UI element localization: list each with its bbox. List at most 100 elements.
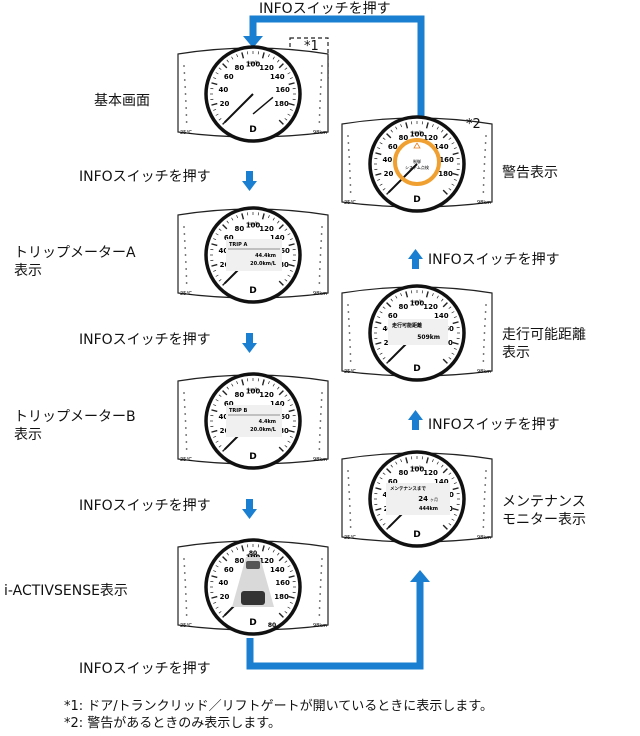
dial-tick (451, 518, 455, 521)
temp-scale-dot (485, 304, 487, 306)
temp-scale-dot (320, 565, 323, 567)
cluster-svg: 25℃98km20406080100120140160180km/hDTRIP … (177, 372, 329, 470)
dial-number: 80 (235, 225, 245, 233)
fuel-scale-dot (348, 163, 351, 165)
fuel-scale-dot (347, 470, 349, 472)
dial-number: 140 (434, 478, 449, 486)
temp-scale-dot (318, 607, 321, 609)
temp-scale-dot (319, 261, 322, 263)
warning-triangle-icon (413, 142, 421, 149)
label-range-line1: 走行可能距離 (502, 327, 586, 343)
dial-tick (375, 172, 382, 176)
dial-tick (382, 137, 386, 140)
dial-tick (448, 306, 452, 309)
gear-indicator: D (413, 195, 420, 205)
up-arrow-2 (408, 410, 423, 430)
warning-ring (393, 138, 441, 186)
maint-days: 24 (418, 495, 428, 503)
dial-tick (375, 507, 382, 511)
dial-number: 140 (270, 400, 285, 408)
dial-tick (213, 570, 217, 573)
dial-tick (272, 217, 275, 221)
dial-tick (287, 72, 291, 75)
temp-scale-dot (482, 177, 485, 179)
dial-tick (431, 293, 434, 297)
dial-tick (213, 238, 217, 241)
dial-number: 140 (270, 566, 285, 574)
outside-temp: 25℃ (344, 200, 356, 206)
dial-number: 40 (382, 325, 392, 333)
fuel-scale-dot (185, 114, 188, 116)
dial-tick (241, 545, 245, 552)
dial-tick (215, 72, 219, 75)
dial-tick (289, 238, 293, 241)
dial-tick (377, 178, 381, 181)
dial-number: 60 (224, 73, 234, 81)
activsense-bottom-speed: 80 (268, 622, 276, 629)
temp-scale-dot (318, 600, 321, 602)
footnote-2: *2: 警告があるときのみ表示します。 (64, 716, 281, 731)
temp-scale-dot (482, 519, 485, 521)
fuel-scale-dot (348, 505, 351, 507)
dial-tick (226, 552, 229, 556)
dial-tick (448, 472, 452, 475)
dial-tick (382, 523, 386, 526)
temp-scale-dot (318, 275, 321, 277)
dial-tick (272, 56, 275, 60)
dial-number: 40 (218, 247, 228, 255)
dial-tick (451, 142, 455, 145)
dial-tick (215, 233, 219, 236)
dial-tick (226, 220, 229, 224)
dial-tick (377, 347, 381, 350)
dial-number: 140 (270, 234, 285, 242)
fuel-scale-dot (349, 360, 352, 362)
temp-scale-dot (482, 346, 485, 348)
odometer: 98km (313, 130, 327, 136)
down-arrow-2 (242, 333, 257, 353)
dial-number: 80 (235, 64, 245, 72)
dial-tick (405, 291, 409, 298)
temp-scale-dot (318, 434, 321, 436)
dial-tick (231, 549, 234, 553)
dial-tick (215, 606, 219, 609)
bottom-loop-arrow-head (410, 570, 430, 582)
fuel-scale-dot (183, 399, 186, 401)
dial-tick (215, 565, 219, 568)
dial-tick (284, 228, 288, 231)
fuel-scale-dot (349, 184, 352, 186)
dial-tick (277, 59, 280, 63)
temp-scale-dot (319, 586, 322, 588)
dial-tick (289, 77, 293, 80)
dial-tick (277, 552, 280, 556)
dial-number: 140 (434, 312, 449, 320)
temp-scale-dot (319, 100, 322, 102)
temp-scale-dot (319, 427, 322, 429)
dial-tick (218, 228, 222, 231)
dial-tick (218, 67, 222, 70)
dial-tick (218, 560, 222, 563)
dial-tick (211, 243, 218, 247)
dial-tick (211, 263, 218, 267)
fuel-scale-dot (184, 593, 187, 595)
info-switch-label-5: INFOスイッチを押す (428, 252, 560, 268)
trip-panel (226, 239, 282, 271)
info-switch-label-1: INFOスイッチを押す (79, 169, 211, 185)
fuel-scale-dot (347, 142, 350, 144)
dial-tick (289, 435, 293, 438)
dial-tick (390, 464, 393, 468)
temp-scale-dot (318, 114, 321, 116)
dial-tick (382, 357, 386, 360)
fuel-scale-dot (184, 579, 187, 581)
fuel-scale-dot (184, 413, 187, 415)
dial-tick (375, 341, 382, 345)
dial-tick (451, 477, 455, 480)
fuel-scale-dot (185, 434, 188, 436)
dial-tick (278, 612, 284, 618)
label-maintenance: メンテナンス モニター表示 (502, 493, 586, 529)
odometer: 98km (477, 369, 491, 375)
fuel-scale-dot (349, 353, 352, 355)
gear-indicator: D (249, 286, 256, 296)
dial-tick (211, 429, 218, 433)
